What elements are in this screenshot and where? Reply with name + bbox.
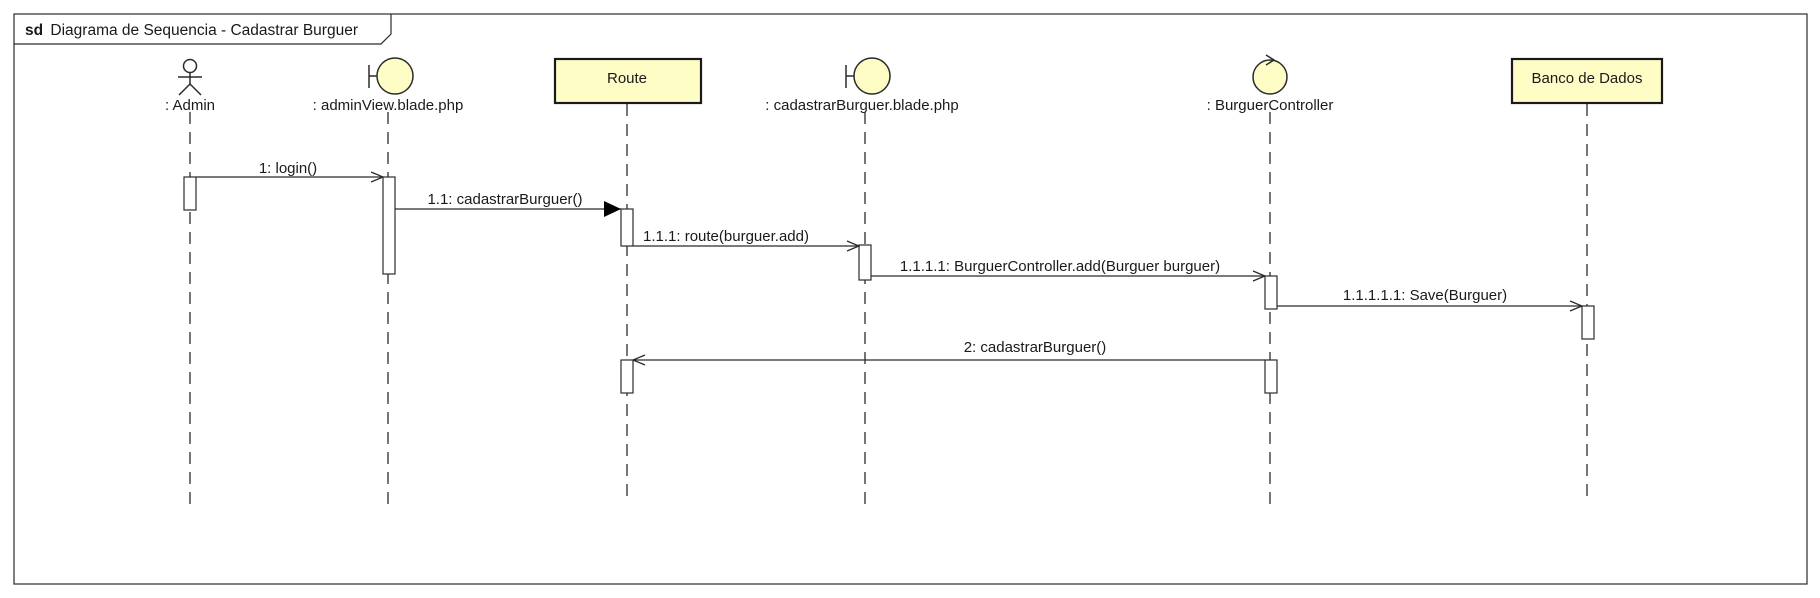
frame-keyword: sd — [25, 22, 43, 39]
participant-admin-view: : adminView.blade.php — [313, 57, 464, 114]
participant-label-route: Route — [607, 70, 647, 87]
message-1-1-1-1-label: 1.1.1.1: BurguerController.add(Burguer b… — [900, 258, 1220, 275]
activation-route-2 — [620, 359, 634, 394]
actor-icon — [178, 58, 202, 96]
activation-db — [1581, 305, 1595, 340]
boundary-icon — [845, 57, 891, 95]
activation-cadastrar-view — [858, 244, 872, 281]
sd-frame: sd Diagrama de Sequencia - Cadastrar Bur… — [13, 13, 1808, 585]
message-2-label: 2: cadastrarBurguer() — [964, 339, 1107, 356]
participant-label-admin-view: : adminView.blade.php — [313, 97, 464, 114]
participant-controller: : BurguerController — [1207, 54, 1334, 114]
control-icon — [1252, 54, 1288, 95]
activation-admin-view — [382, 176, 396, 275]
message-1-1-label: 1.1: cadastrarBurguer() — [427, 191, 582, 208]
messages — [196, 177, 1582, 360]
participant-box-db — [1510, 57, 1664, 105]
activation-admin — [183, 176, 197, 211]
participant-cadastrar-view: : cadastrarBurguer.blade.php — [765, 57, 959, 114]
lifelines — [189, 104, 1588, 512]
message-1-1-1-1-1-label: 1.1.1.1.1: Save(Burguer) — [1343, 287, 1507, 304]
participant-label-admin: : Admin — [165, 97, 215, 114]
activation-controller-2 — [1264, 359, 1278, 394]
frame-title-text: Diagrama de Sequencia - Cadastrar Burgue… — [50, 22, 358, 39]
frame-title: sd Diagrama de Sequencia - Cadastrar Bur… — [25, 22, 358, 39]
participant-box-route — [553, 57, 703, 105]
activation-controller-1 — [1264, 275, 1278, 310]
message-labels: 1: login() 1.1: cadastrarBurguer() 1.1.1… — [259, 160, 1507, 356]
participant-db: Banco de Dados — [1510, 57, 1664, 105]
participant-label-db: Banco de Dados — [1532, 70, 1643, 87]
message-1-1-1-label: 1.1.1: route(burguer.add) — [643, 228, 809, 245]
participant-label-cadastrar-view: : cadastrarBurguer.blade.php — [765, 97, 958, 114]
participant-route: Route — [553, 57, 703, 105]
boundary-icon — [368, 57, 414, 95]
activations — [183, 176, 1595, 394]
participant-admin: : Admin — [165, 58, 215, 114]
participant-label-controller: : BurguerController — [1207, 97, 1334, 114]
message-1-label: 1: login() — [259, 160, 317, 177]
activation-route-1 — [620, 208, 634, 247]
